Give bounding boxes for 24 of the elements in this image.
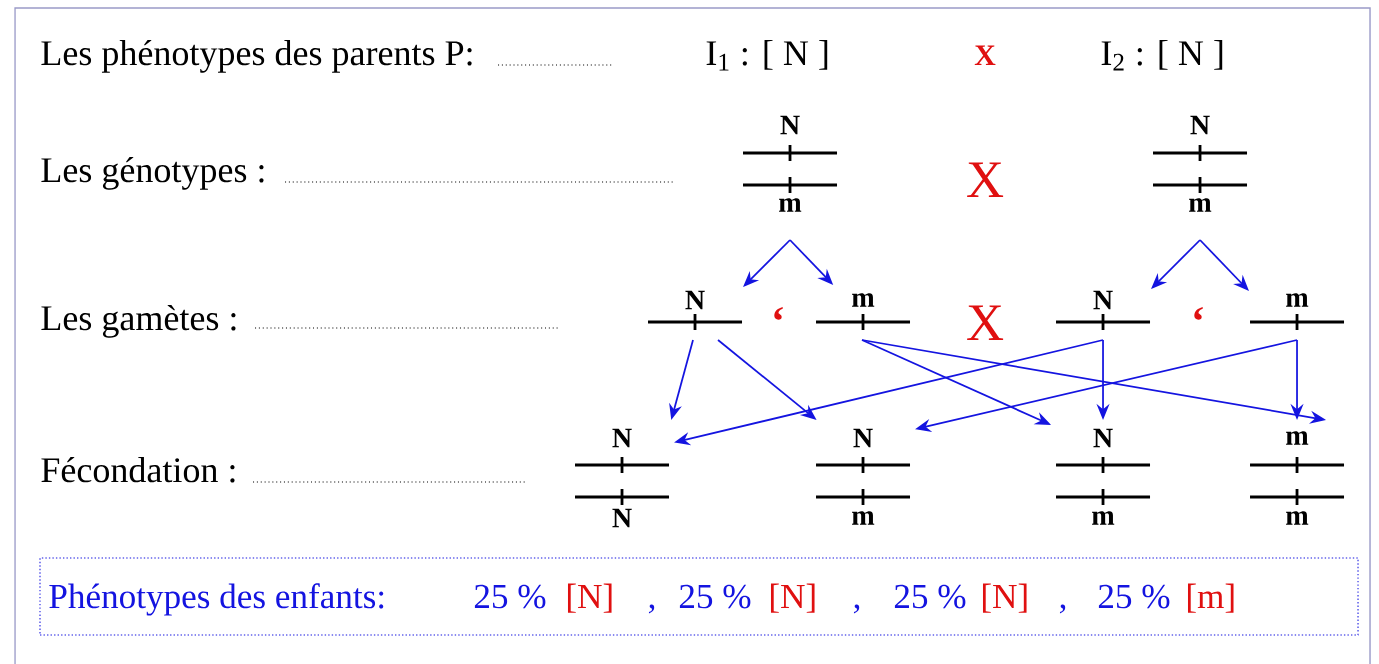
- row-label: Les génotypes :: [41, 156, 264, 190]
- chromosome-pair-drawing: N m: [1054, 428, 1152, 525]
- cross-symbol: X: [967, 305, 1004, 340]
- arrow: [743, 239, 791, 287]
- gamete-chromosome-drawing: m: [814, 293, 912, 332]
- row-label: Les gamètes :: [41, 304, 236, 338]
- cross-symbol: X: [974, 45, 996, 65]
- parent-phenotype: I$_{2}$ : [ N ]: [1101, 40, 1223, 71]
- chromosome-pair-drawing: N N: [573, 428, 671, 528]
- separator-mark: ‘: [1194, 306, 1203, 320]
- gamete-chromosome-drawing: m: [1248, 293, 1346, 332]
- chromosome-pair-drawing: N m: [741, 115, 839, 212]
- result-box: Phénotypes des enfants: 25 % [N] , 25 % [N] , 25 % [N] , 25 % [m]: [39, 557, 1359, 636]
- gamete-chromosome-drawing: N: [1054, 290, 1152, 332]
- row-label: Les phénotypes des parents P:: [41, 39, 472, 73]
- arrow: [1151, 239, 1201, 289]
- chromosome-pair-drawing: m m: [1248, 431, 1346, 525]
- chromosome-pair-drawing: N m: [1151, 115, 1249, 212]
- cross-symbol: X: [967, 162, 1004, 197]
- parent-phenotype: I$_{1}$ : [ N ]: [706, 40, 828, 71]
- gamete-chromosome-drawing: N: [646, 290, 744, 332]
- chromosome-pair-drawing: N m: [814, 428, 912, 525]
- row-label: Fécondation :: [41, 456, 235, 483]
- separator-mark: ‘: [774, 306, 783, 320]
